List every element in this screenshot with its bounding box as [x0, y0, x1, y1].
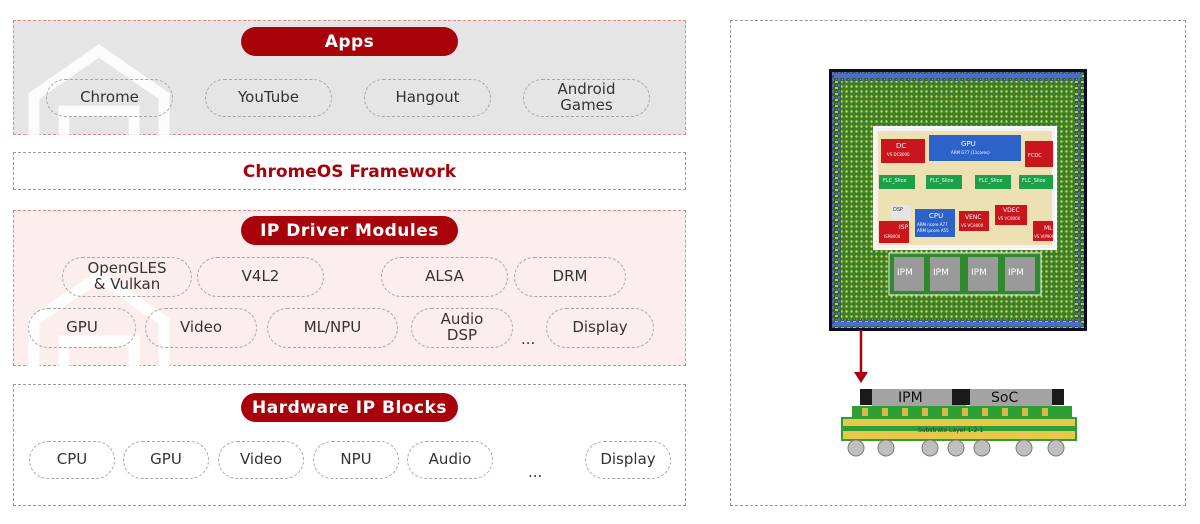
hw-video[interactable]: Video: [218, 441, 304, 479]
chip-cpu-label: CPU: [929, 212, 944, 220]
chip-venc-sub: VS VC8000: [961, 223, 984, 228]
chip-ml-label: ML: [1044, 225, 1053, 232]
soc-die-layout: [829, 69, 1087, 331]
hw-display[interactable]: Display: [585, 441, 671, 479]
hw-cpu[interactable]: CPU: [29, 441, 115, 479]
driver-audio-dsp[interactable]: Audio DSP: [411, 308, 513, 348]
chip-ml-sub: VS VIP9000: [1034, 234, 1058, 239]
chip-fcdc-label: FCDC: [1028, 153, 1042, 159]
chip-gpu-sub: ARM G77 (11cores): [951, 150, 990, 155]
app-youtube[interactable]: YouTube: [205, 79, 332, 117]
package-soc-label: SoC: [991, 390, 1019, 406]
chip-vdec-sub: VS VC8000: [998, 216, 1021, 221]
chip-flc-label-1: FLC_Slice: [883, 178, 907, 184]
chip-cpu-sub-1: ARM ncore A77: [917, 222, 948, 227]
arrow-down-icon: [854, 330, 868, 383]
hw-gpu[interactable]: GPU: [123, 441, 209, 479]
chip-flc-label-2: FLC_Slice: [930, 178, 954, 184]
chip-dc-label: DC: [896, 142, 907, 150]
chip-flc-label-4: FLC_Slice: [1022, 178, 1046, 184]
chip-isp-sub: ISP8000: [884, 234, 901, 239]
chip-ipm-label-4: IPM: [1008, 268, 1024, 278]
chip-ipm-label-3: IPM: [971, 268, 987, 278]
apps-title: Apps: [241, 27, 458, 56]
framework-section: ChromeOS Framework: [13, 152, 686, 190]
drivers-title: IP Driver Modules: [241, 216, 458, 245]
driver-alsa[interactable]: ALSA: [381, 257, 508, 297]
chip-cpu-sub-2: ARM lpcore A55: [917, 228, 949, 233]
chip-ipm-label-2: IPM: [933, 268, 949, 278]
driver-v4l2[interactable]: V4L2: [197, 257, 324, 297]
hardware-ellipsis: ...: [528, 463, 543, 481]
hw-npu[interactable]: NPU: [313, 441, 399, 479]
package-cross-section: [841, 389, 1077, 457]
chip-dsp-label: DSP: [893, 207, 904, 213]
framework-title: ChromeOS Framework: [242, 162, 457, 182]
app-android-games[interactable]: Android Games: [523, 79, 650, 117]
chip-ipm-label-1: IPM: [897, 268, 913, 278]
chip-panel: [730, 20, 1186, 506]
package-ipm-label: IPM: [898, 390, 923, 406]
chip-venc-label: VENC: [965, 214, 982, 221]
driver-gpu[interactable]: GPU: [28, 308, 136, 348]
drivers-section: [13, 210, 686, 367]
chip-isp-label: ISP: [899, 224, 909, 231]
chip-vdec-label: VDEC: [1003, 207, 1020, 214]
driver-video[interactable]: Video: [145, 308, 257, 348]
hw-audio[interactable]: Audio: [407, 441, 493, 479]
package-substrate-label: Substrate Layer 1-2-1: [918, 427, 984, 434]
app-hangout[interactable]: Hangout: [364, 79, 491, 117]
chip-gpu-label: GPU: [961, 140, 976, 148]
driver-ml-npu[interactable]: ML/NPU: [267, 308, 398, 348]
chip-dc-sub: VS DC8000: [887, 152, 910, 157]
hardware-title: Hardware IP Blocks: [241, 393, 458, 422]
app-chrome[interactable]: Chrome: [46, 79, 173, 117]
driver-display[interactable]: Display: [546, 308, 654, 348]
drivers-ellipsis: ...: [521, 330, 536, 348]
driver-drm[interactable]: DRM: [514, 257, 626, 297]
chip-flc-label-3: FLC_Slice: [979, 178, 1003, 184]
hardware-section: [13, 384, 686, 506]
driver-opengles-vulkan[interactable]: OpenGLES & Vulkan: [62, 257, 192, 297]
